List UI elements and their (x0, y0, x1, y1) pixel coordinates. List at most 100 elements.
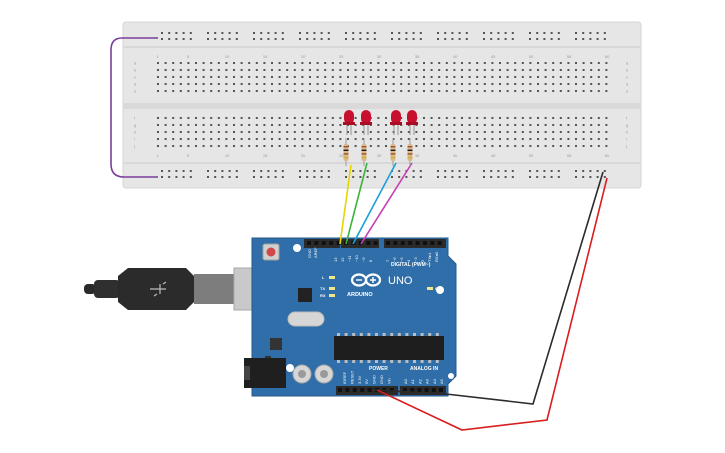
breadboard-hole[interactable] (255, 62, 258, 64)
breadboard-hole[interactable] (392, 76, 395, 78)
breadboard-hole[interactable] (575, 62, 577, 64)
breadboard-hole[interactable] (499, 69, 501, 71)
breadboard-hole[interactable] (263, 76, 266, 78)
breadboard-hole[interactable] (461, 131, 463, 133)
breadboard-hole[interactable] (461, 124, 463, 126)
breadboard-hole[interactable] (271, 90, 273, 92)
breadboard-hole[interactable] (597, 117, 600, 119)
breadboard-hole[interactable] (514, 76, 517, 78)
rail-hole[interactable] (483, 170, 485, 172)
rail-hole[interactable] (437, 176, 439, 178)
breadboard-hole[interactable] (217, 117, 220, 119)
breadboard-hole[interactable] (202, 117, 205, 119)
breadboard-hole[interactable] (255, 76, 258, 78)
breadboard-hole[interactable] (172, 117, 175, 119)
breadboard-hole[interactable] (537, 76, 539, 78)
breadboard-hole[interactable] (567, 124, 570, 126)
breadboard-hole[interactable] (164, 138, 167, 140)
breadboard-hole[interactable] (271, 138, 273, 140)
breadboard-hole[interactable] (483, 117, 486, 119)
breadboard-hole[interactable] (316, 117, 319, 119)
breadboard-hole[interactable] (187, 69, 190, 71)
breadboard-hole[interactable] (552, 117, 555, 119)
breadboard-hole[interactable] (225, 124, 228, 126)
rail-hole[interactable] (253, 32, 255, 34)
breadboard-hole[interactable] (575, 131, 577, 133)
breadboard-hole[interactable] (255, 124, 258, 126)
breadboard-hole[interactable] (430, 76, 433, 78)
rail-hole[interactable] (221, 38, 224, 40)
breadboard-hole[interactable] (271, 69, 273, 71)
breadboard-hole[interactable] (385, 90, 387, 92)
rail-hole[interactable] (398, 38, 401, 40)
rail-hole[interactable] (529, 38, 531, 40)
header-socket[interactable] (389, 388, 394, 392)
breadboard-hole[interactable] (172, 124, 175, 126)
rail-hole[interactable] (221, 170, 224, 172)
breadboard-hole[interactable] (331, 145, 334, 147)
breadboard-hole[interactable] (438, 90, 441, 92)
breadboard-hole[interactable] (225, 131, 228, 133)
rail-hole[interactable] (490, 32, 493, 34)
breadboard-hole[interactable] (407, 131, 410, 133)
breadboard-hole[interactable] (582, 62, 585, 64)
wire-yellow[interactable] (339, 164, 352, 245)
header-socket[interactable] (423, 241, 427, 245)
breadboard-hole[interactable] (271, 131, 273, 133)
breadboard-hole[interactable] (255, 83, 258, 85)
breadboard-hole[interactable] (233, 117, 235, 119)
rail-hole[interactable] (267, 32, 270, 34)
rail-hole[interactable] (405, 176, 408, 178)
breadboard-hole[interactable] (210, 117, 213, 119)
breadboard-hole[interactable] (248, 69, 251, 71)
breadboard-hole[interactable] (468, 124, 471, 126)
header-socket[interactable] (417, 388, 422, 392)
breadboard-hole[interactable] (423, 124, 425, 126)
breadboard-hole[interactable] (506, 138, 509, 140)
breadboard-hole[interactable] (286, 145, 289, 147)
breadboard-hole[interactable] (278, 62, 281, 64)
breadboard-hole[interactable] (590, 90, 593, 92)
breadboard-hole[interactable] (521, 138, 524, 140)
breadboard-hole[interactable] (179, 90, 182, 92)
breadboard-hole[interactable] (438, 69, 441, 71)
breadboard-hole[interactable] (233, 83, 235, 85)
rail-hole[interactable] (359, 32, 362, 34)
breadboard-hole[interactable] (316, 90, 319, 92)
breadboard-hole[interactable] (293, 117, 296, 119)
breadboard-hole[interactable] (499, 145, 501, 147)
breadboard-hole[interactable] (499, 83, 501, 85)
rail-hole[interactable] (207, 32, 209, 34)
breadboard-hole[interactable] (445, 145, 448, 147)
header-socket[interactable] (439, 388, 443, 392)
breadboard-hole[interactable] (529, 76, 532, 78)
breadboard-hole[interactable] (210, 124, 213, 126)
breadboard-hole[interactable] (354, 124, 357, 126)
breadboard-hole[interactable] (499, 131, 501, 133)
breadboard-hole[interactable] (248, 90, 251, 92)
breadboard-hole[interactable] (179, 62, 182, 64)
breadboard-hole[interactable] (544, 76, 547, 78)
breadboard-hole[interactable] (309, 69, 311, 71)
breadboard-hole[interactable] (172, 62, 175, 64)
breadboard-hole[interactable] (187, 83, 190, 85)
breadboard-hole[interactable] (278, 83, 281, 85)
rail-hole[interactable] (504, 170, 507, 172)
breadboard-hole[interactable] (544, 131, 547, 133)
rail-hole[interactable] (228, 170, 231, 172)
rail-hole[interactable] (589, 176, 592, 178)
breadboard-hole[interactable] (225, 117, 228, 119)
breadboard-hole[interactable] (567, 131, 570, 133)
breadboard-hole[interactable] (278, 117, 281, 119)
rail-hole[interactable] (274, 32, 277, 34)
breadboard-hole[interactable] (233, 131, 235, 133)
breadboard-hole[interactable] (483, 83, 486, 85)
rail-hole[interactable] (575, 32, 577, 34)
rail-hole[interactable] (582, 32, 585, 34)
rail-hole[interactable] (458, 32, 461, 34)
breadboard-hole[interactable] (225, 76, 228, 78)
rail-hole[interactable] (543, 170, 546, 172)
breadboard-hole[interactable] (271, 145, 273, 147)
breadboard-hole[interactable] (514, 90, 517, 92)
breadboard-hole[interactable] (157, 138, 159, 140)
